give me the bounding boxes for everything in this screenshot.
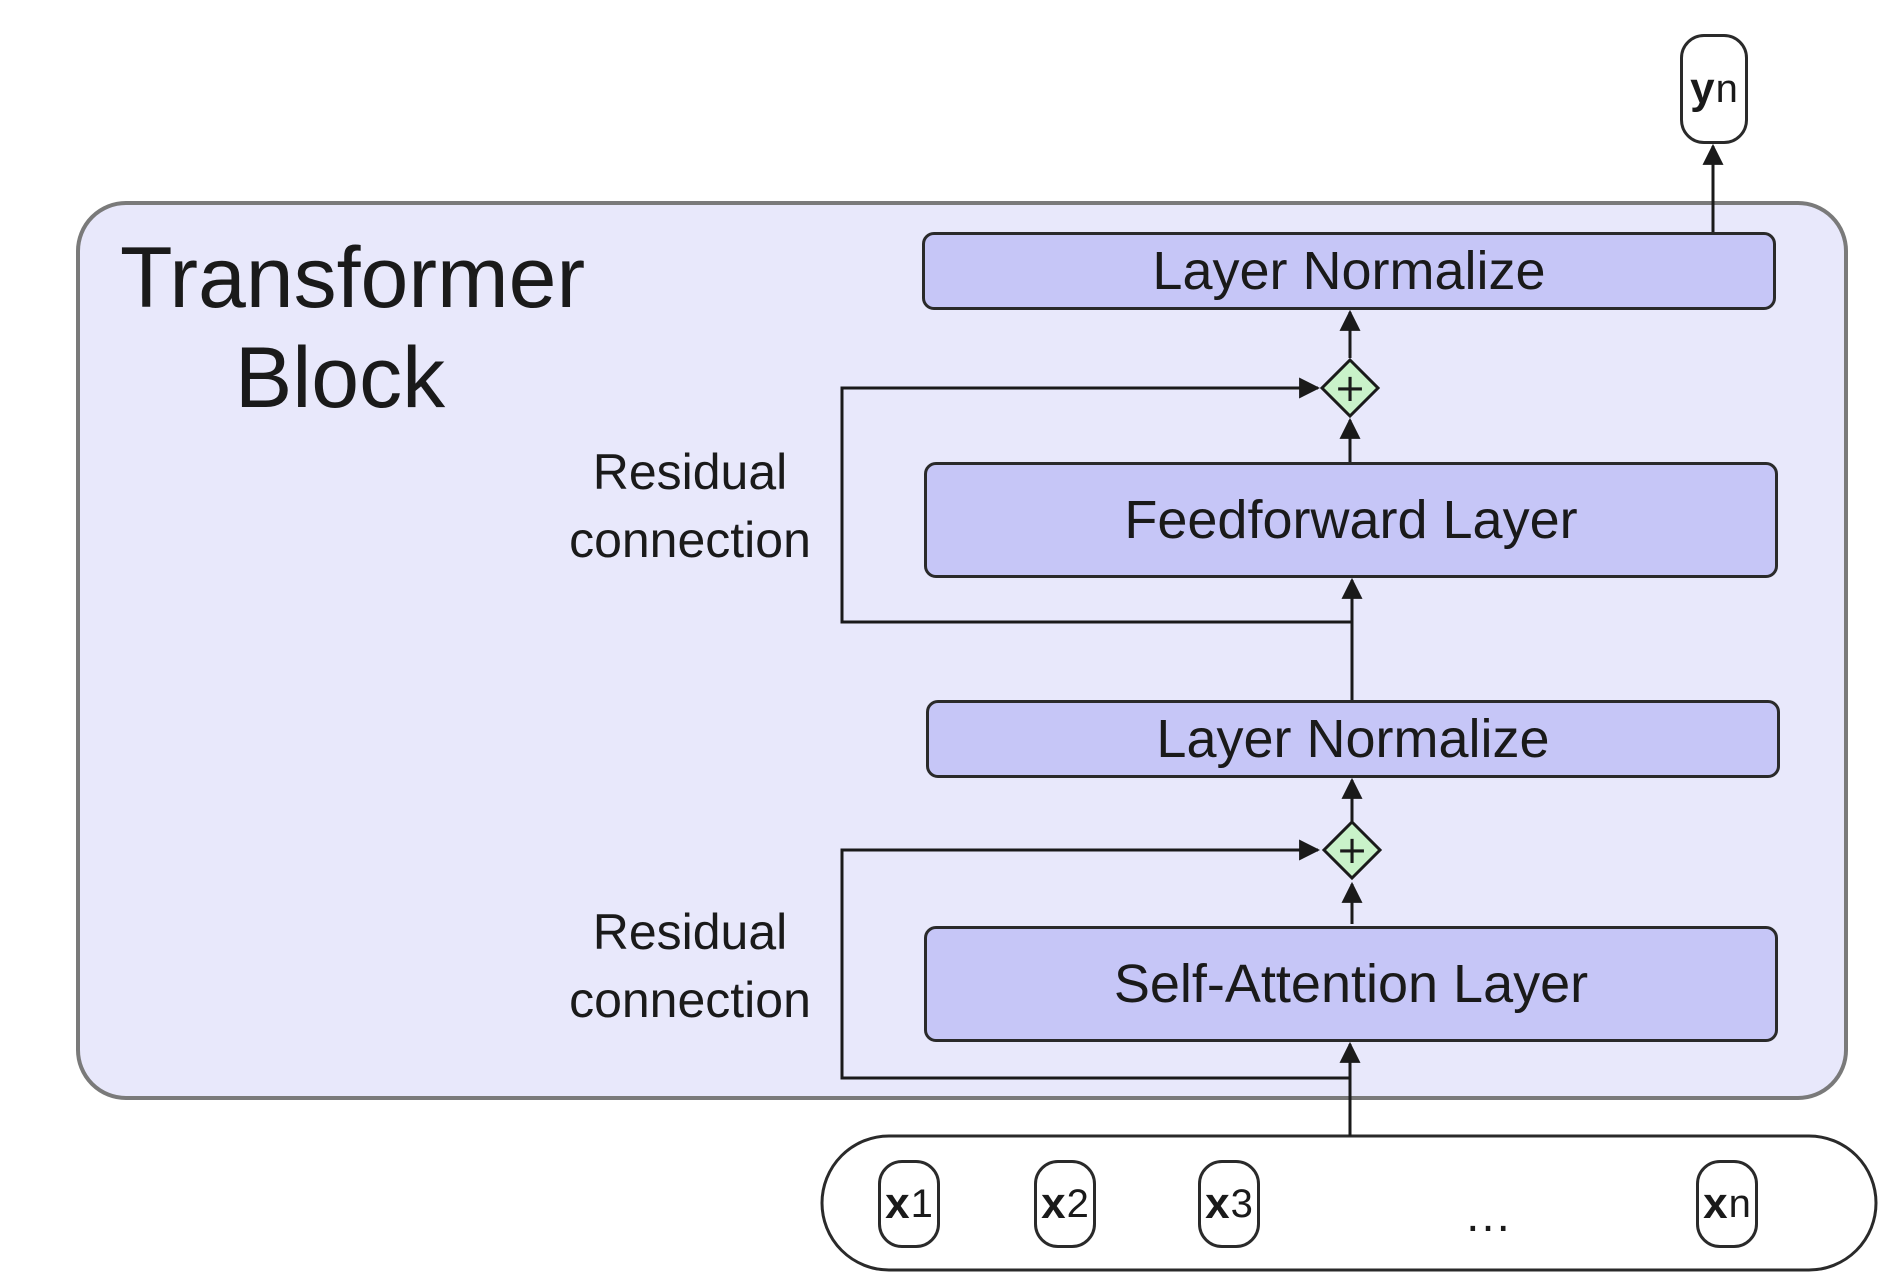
block-title: Transformer Block (120, 228, 586, 428)
residual-connection-path-2 (840, 377, 1352, 624)
residual-label-bottom-line1: Residual (592, 904, 788, 960)
residual-label-bottom: Residual connection (540, 898, 840, 1034)
input-token-subscript: n (1728, 1181, 1751, 1226)
adder-symbol-2: + (1334, 366, 1366, 410)
residual-label-top-line2: connection (569, 512, 811, 568)
adder-symbol-1: + (1336, 828, 1368, 872)
feedforward-layer: Feedforward Layer (924, 462, 1778, 578)
layer-normalize-mid: Layer Normalize (926, 700, 1780, 778)
output-token-symbol: y (1690, 64, 1715, 113)
input-token-subscript: 1 (910, 1181, 933, 1226)
input-ellipsis: … (1464, 1189, 1512, 1242)
residual-label-top-line1: Residual (592, 444, 788, 500)
input-token-subscript: 3 (1230, 1181, 1253, 1226)
layer-normalize-top: Layer Normalize (922, 232, 1776, 310)
residual-connection-path-1 (840, 839, 1350, 1080)
input-token-symbol: x (1205, 1179, 1230, 1228)
input-token-symbol: x (1703, 1179, 1728, 1228)
transformer-block-container (76, 201, 1848, 1100)
self-attention-layer: Self-Attention Layer (924, 926, 1778, 1042)
adder-node-1: + (1321, 819, 1383, 881)
block-title-line1: Transformer (120, 230, 586, 326)
input-token-symbol: x (885, 1179, 910, 1228)
adder-node-2: + (1319, 357, 1381, 419)
residual-label-top: Residual connection (540, 438, 840, 574)
input-token-subscript: 2 (1066, 1181, 1089, 1226)
output-token-subscript: n (1715, 66, 1738, 111)
block-title-line2: Block (234, 330, 446, 426)
residual-label-bottom-line2: connection (569, 972, 811, 1028)
input-token-symbol: x (1041, 1179, 1066, 1228)
